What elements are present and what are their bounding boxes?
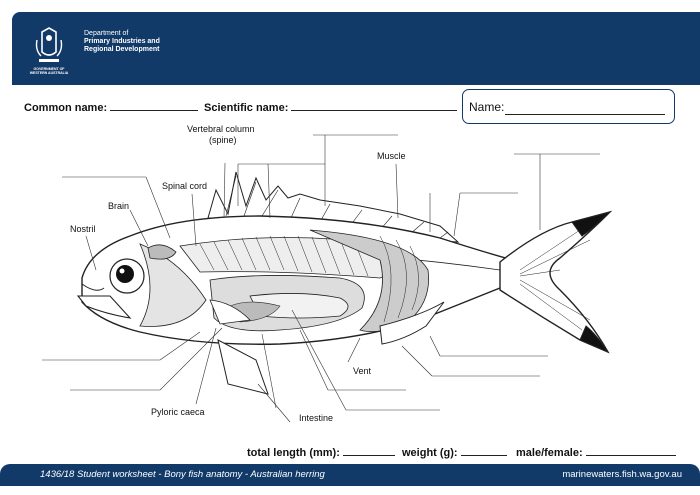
footer-website-link[interactable]: marinewaters.fish.wa.gov.au: [562, 469, 682, 480]
gill-area: [139, 243, 207, 327]
agency-line-1: Department of: [84, 30, 129, 37]
total-length-field[interactable]: total length (mm):: [247, 445, 395, 459]
weight-blank[interactable]: [460, 445, 507, 456]
sex-blank[interactable]: [585, 445, 676, 456]
label-intestine: Intestine: [299, 413, 334, 423]
student-name-blank[interactable]: [505, 114, 665, 115]
weight-label: weight (g):: [402, 447, 458, 459]
header-banner: [12, 12, 700, 85]
pelvic-fin: [217, 339, 269, 395]
wa-crest-icon: [35, 27, 63, 62]
common-name-label: Common name:: [24, 102, 108, 114]
footer-bar: 1436/18 Student worksheet - Bony fish an…: [0, 464, 700, 486]
label-vertebral-column: Vertebral column: [187, 124, 255, 134]
label-spine: (spine): [209, 135, 237, 145]
label-nostril: Nostril: [70, 224, 96, 234]
student-name-label: Name:: [469, 100, 505, 114]
common-name-blank[interactable]: [110, 100, 199, 111]
caudal-fin: [499, 210, 613, 354]
scientific-name-blank[interactable]: [291, 100, 458, 111]
sex-field[interactable]: male/female:: [516, 445, 676, 459]
label-muscle: Muscle: [377, 151, 406, 161]
weight-field[interactable]: weight (g):: [402, 445, 507, 459]
crest-caption: GOVERNMENT OF WESTERN AUSTRALIA: [29, 67, 69, 75]
label-brain: Brain: [108, 201, 130, 211]
scientific-name-label: Scientific name:: [204, 102, 289, 114]
agency-name: Department of Primary Industries and Reg…: [84, 30, 160, 54]
sex-label: male/female:: [516, 447, 583, 459]
label-spinal-cord: Spinal cord: [162, 181, 208, 191]
common-name-field[interactable]: Common name:: [24, 100, 199, 114]
total-length-blank[interactable]: [342, 445, 395, 456]
footer-worksheet-title: 1436/18 Student worksheet - Bony fish an…: [40, 469, 325, 480]
label-vent: Vent: [353, 366, 372, 376]
total-length-label: total length (mm):: [247, 447, 340, 459]
agency-line-2: Primary Industries and: [84, 38, 160, 45]
agency-line-3: Regional Development: [84, 46, 160, 53]
student-name-box[interactable]: Name:: [462, 89, 675, 124]
scientific-name-field[interactable]: Scientific name:: [204, 100, 458, 114]
anal-fin: [379, 301, 445, 345]
brain: [147, 244, 177, 260]
label-pyloric-caeca: Pyloric caeca: [151, 407, 205, 417]
